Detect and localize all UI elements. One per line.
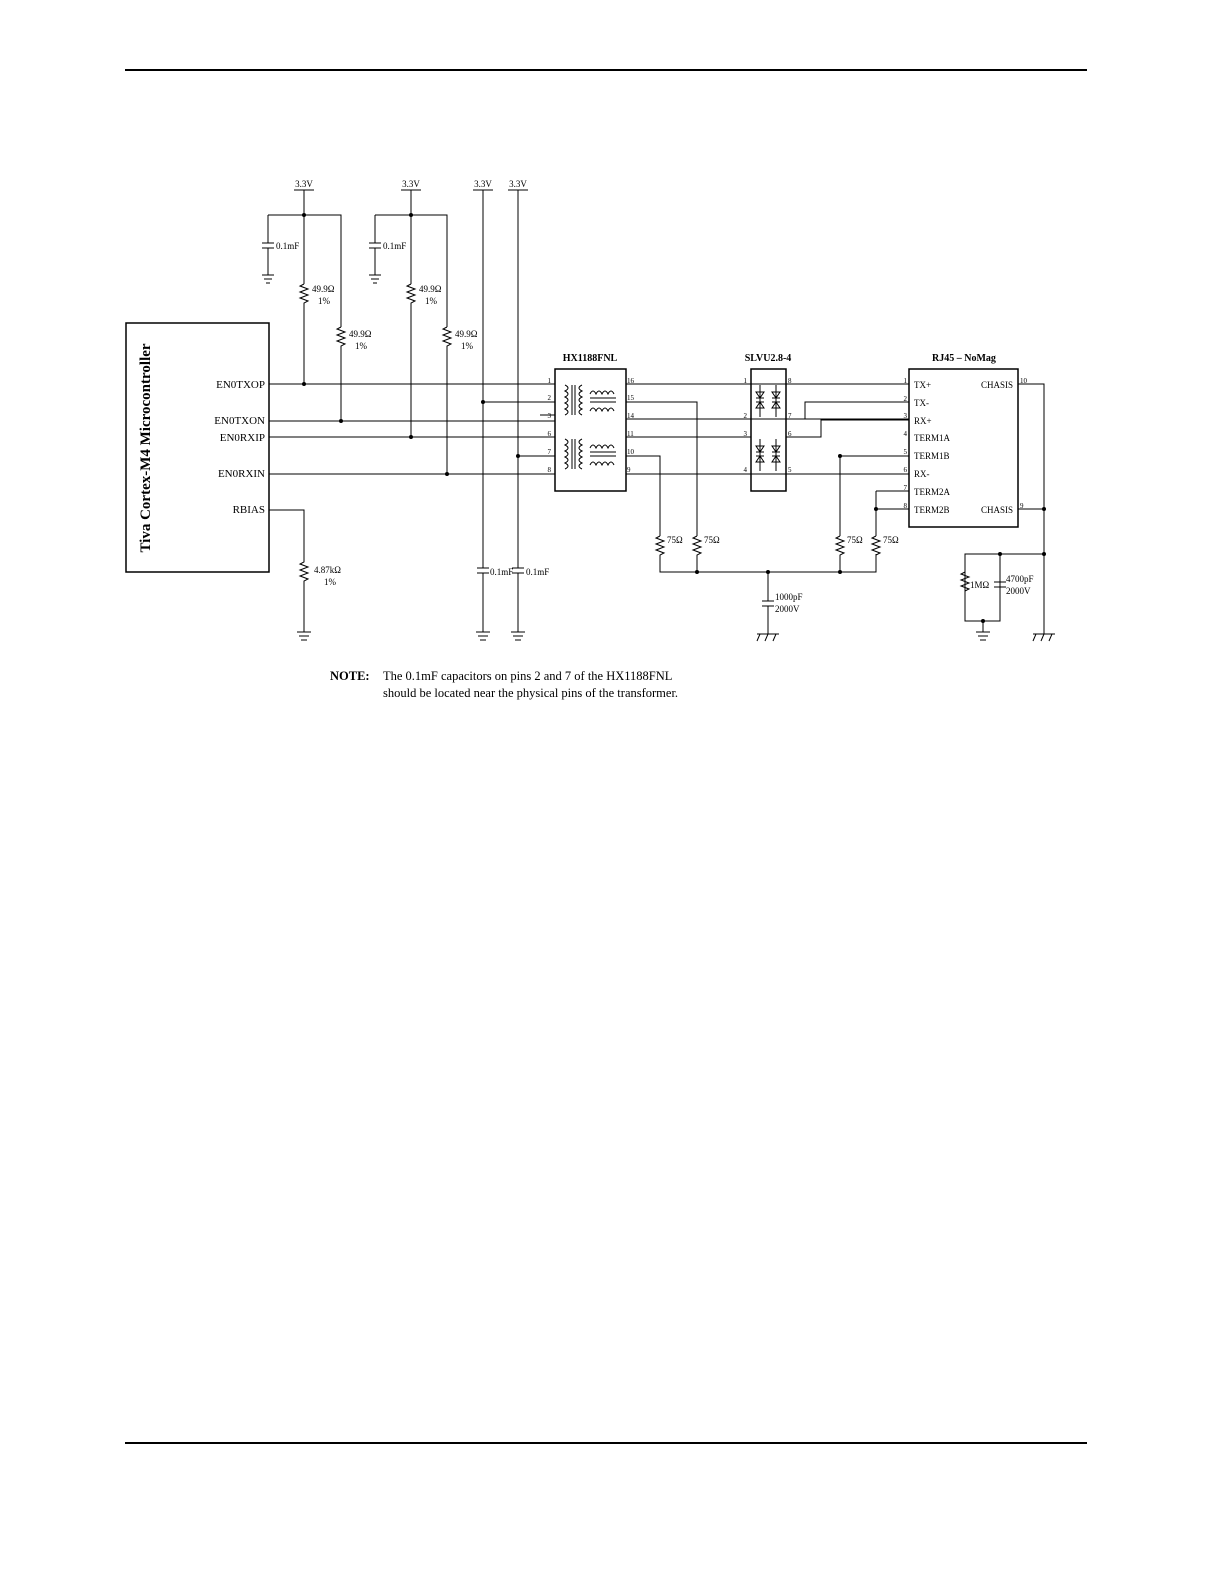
tvs-pin-number: 6 bbox=[788, 430, 792, 438]
resistor-tolerance: 1% bbox=[355, 341, 368, 351]
connector-pin-number: 5 bbox=[904, 448, 908, 456]
connector-pin-number: 7 bbox=[904, 484, 908, 492]
resistor-value: 4.87kΩ bbox=[314, 565, 341, 575]
chassis-pin-number: 10 bbox=[1020, 377, 1028, 385]
chassis-label: CHASIS bbox=[981, 505, 1013, 515]
resistor-value: 75Ω bbox=[847, 535, 863, 545]
capacitor-value: 0.1mF bbox=[490, 567, 513, 577]
line-side-nets bbox=[626, 383, 909, 536]
rbias-network: 4.87kΩ 1% bbox=[269, 509, 341, 641]
ethernet-schematic: Tiva Cortex-M4 Microcontroller EN0TXOP E… bbox=[125, 179, 1055, 642]
connector-pin-number: 8 bbox=[904, 502, 908, 510]
decoupling-capacitors: 0.1mF 0.1mF bbox=[262, 241, 406, 284]
transformer-pin-number: 2 bbox=[548, 394, 552, 402]
resistor-value: 49.9Ω bbox=[455, 329, 478, 339]
transformer-pin-number: 6 bbox=[548, 430, 552, 438]
resistor-value: 49.9Ω bbox=[312, 284, 335, 294]
supply-rails: 3.3V 3.3V 3.3V 3.3V bbox=[267, 179, 528, 568]
transformer-block: HX1188FNL 1 2 3 6 7 8 16 15 14 11 10 9 bbox=[548, 353, 635, 492]
resistor-tolerance: 1% bbox=[318, 296, 331, 306]
connector-pin-label: TERM1B bbox=[914, 451, 950, 461]
pin-label-rbias: RBIAS bbox=[233, 504, 265, 516]
header-rule bbox=[125, 69, 1087, 71]
capacitor-rating: 2000V bbox=[775, 604, 800, 614]
connector-pin-number: 6 bbox=[904, 466, 908, 474]
junction-dots bbox=[302, 213, 1046, 623]
tvs-array-name: SLVU2.8-4 bbox=[745, 353, 792, 364]
center-tap-capacitors: 0.1mF 0.1mF bbox=[476, 567, 549, 641]
connector-pin-label: TX- bbox=[914, 398, 929, 408]
rj45-connector-block: RJ45 – NoMag 1 2 3 4 5 6 7 8 TX+ TX- RX+… bbox=[904, 353, 1028, 528]
resistor-value: 75Ω bbox=[667, 535, 683, 545]
connector-pin-number: 4 bbox=[904, 430, 908, 438]
tvs-pin-number: 5 bbox=[788, 466, 792, 474]
transformer-pin-number: 15 bbox=[627, 394, 635, 402]
bob-smith-termination: 75Ω 75Ω 75Ω 75Ω 1000pF 2000V bbox=[654, 535, 899, 642]
supply-label: 3.3V bbox=[402, 179, 420, 189]
connector-pin-label: TX+ bbox=[914, 380, 931, 390]
microcontroller-name: Tiva Cortex-M4 Microcontroller bbox=[138, 343, 154, 552]
resistor-tolerance: 1% bbox=[324, 577, 337, 587]
supply-label: 3.3V bbox=[509, 179, 527, 189]
tvs-pin-number: 3 bbox=[744, 430, 748, 438]
connector-pin-label: RX- bbox=[914, 469, 930, 479]
supply-label: 3.3V bbox=[295, 179, 313, 189]
transformer-pin-number: 14 bbox=[627, 412, 635, 420]
transformer-pin-number: 10 bbox=[627, 448, 635, 456]
note-line-2: should be located near the physical pins… bbox=[383, 686, 679, 700]
supply-label: 3.3V bbox=[474, 179, 492, 189]
tvs-pin-number: 4 bbox=[744, 466, 748, 474]
microcontroller-block: Tiva Cortex-M4 Microcontroller EN0TXOP E… bbox=[125, 322, 270, 573]
capacitor-value: 4700pF bbox=[1006, 574, 1034, 584]
pin-label-en0txon: EN0TXON bbox=[214, 415, 265, 427]
capacitor-value: 1000pF bbox=[775, 592, 803, 602]
signal-nets bbox=[269, 383, 555, 475]
connector-pin-label: RX+ bbox=[914, 416, 932, 426]
connector-pin-number: 3 bbox=[904, 412, 908, 420]
capacitor-value: 0.1mF bbox=[276, 241, 299, 251]
connector-name: RJ45 – NoMag bbox=[932, 353, 996, 364]
capacitor-value: 0.1mF bbox=[526, 567, 549, 577]
chassis-ground-network: 1MΩ 4700pF 2000V bbox=[959, 383, 1055, 642]
resistor-tolerance: 1% bbox=[461, 341, 474, 351]
pin-label-en0txop: EN0TXOP bbox=[216, 379, 265, 391]
resistor-value: 75Ω bbox=[704, 535, 720, 545]
tvs-pin-number: 7 bbox=[788, 412, 792, 420]
connector-pin-number: 2 bbox=[904, 395, 908, 403]
connector-pin-label: TERM2A bbox=[914, 487, 951, 497]
termination-resistors: 49.9Ω 1% 49.9Ω 1% 49.9Ω 1% 49.9Ω 1% bbox=[298, 283, 478, 474]
chassis-label: CHASIS bbox=[981, 380, 1013, 390]
resistor-value: 49.9Ω bbox=[349, 329, 372, 339]
transformer-pin-number: 11 bbox=[627, 430, 634, 438]
note-heading: NOTE: bbox=[330, 669, 370, 683]
resistor-value: 1MΩ bbox=[970, 580, 990, 590]
transformer-pin-number: 3 bbox=[548, 412, 552, 420]
transformer-pin-number: 9 bbox=[627, 466, 631, 474]
transformer-pin-number: 7 bbox=[548, 448, 552, 456]
transformer-pin-number: 16 bbox=[627, 377, 635, 385]
connector-pin-label: TERM2B bbox=[914, 505, 950, 515]
transformer-pin-number: 1 bbox=[548, 377, 552, 385]
connector-pin-number: 1 bbox=[904, 377, 908, 385]
tvs-pin-number: 1 bbox=[744, 377, 748, 385]
note-line-1: The 0.1mF capacitors on pins 2 and 7 of … bbox=[383, 669, 673, 683]
tvs-pin-number: 2 bbox=[744, 412, 748, 420]
capacitor-rating: 2000V bbox=[1006, 586, 1031, 596]
connector-pin-label: TERM1A bbox=[914, 433, 951, 443]
resistor-tolerance: 1% bbox=[425, 296, 438, 306]
resistor-value: 75Ω bbox=[883, 535, 899, 545]
pin-label-en0rxip: EN0RXIP bbox=[220, 432, 265, 444]
footer-rule bbox=[125, 1442, 1087, 1444]
transformer-pin-number: 8 bbox=[548, 466, 552, 474]
tvs-array-block: SLVU2.8-4 1 2 3 4 8 7 6 5 bbox=[744, 353, 792, 492]
transformer-name: HX1188FNL bbox=[563, 353, 618, 364]
pin-label-en0rxin: EN0RXIN bbox=[218, 468, 265, 480]
resistor-value: 49.9Ω bbox=[419, 284, 442, 294]
tvs-pin-number: 8 bbox=[788, 377, 792, 385]
capacitor-value: 0.1mF bbox=[383, 241, 406, 251]
chassis-pin-number: 9 bbox=[1020, 502, 1024, 510]
